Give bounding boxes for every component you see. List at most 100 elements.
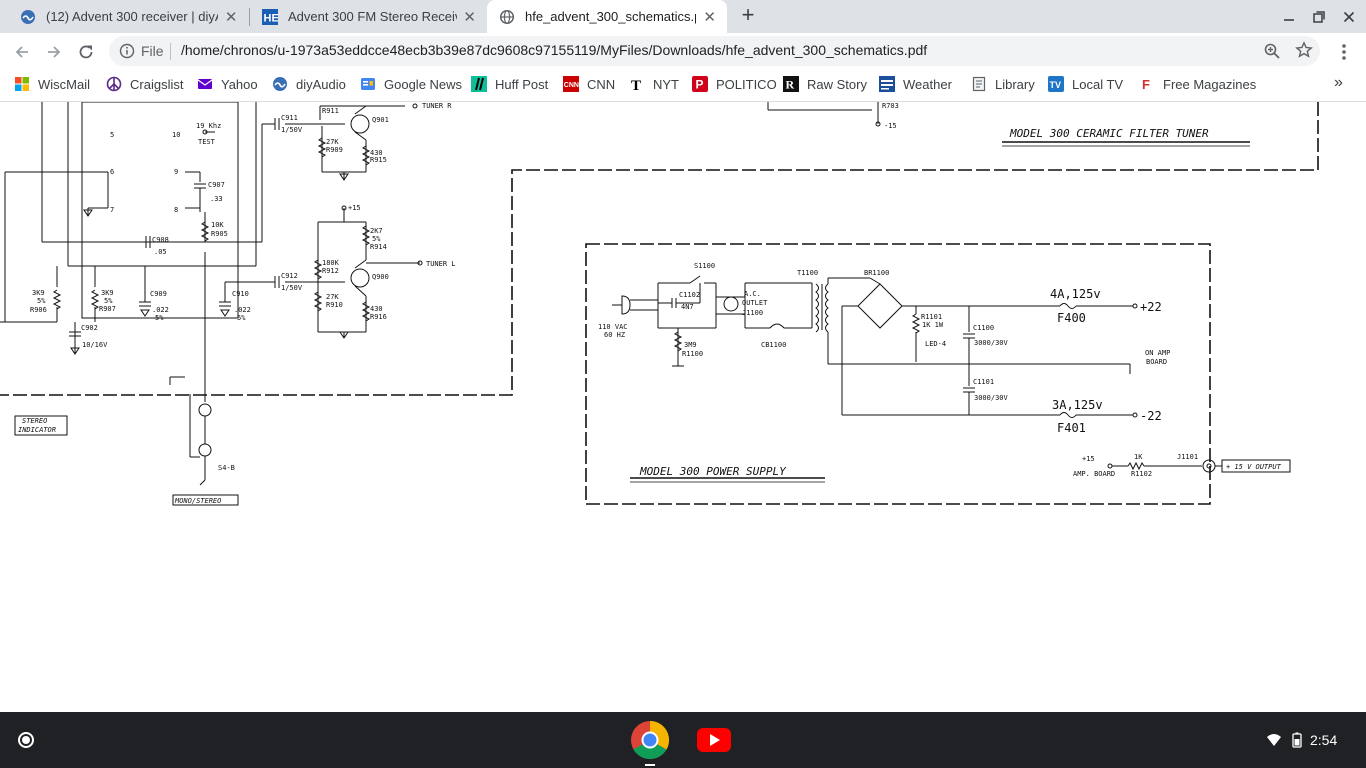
library-icon xyxy=(971,76,987,92)
schematic-label: 4A,125v xyxy=(1050,287,1101,301)
bookmark-local-tv[interactable]: TV Local TV xyxy=(1048,70,1123,98)
schematic-label: 5% xyxy=(372,235,381,243)
schematic-label: INDICATOR xyxy=(18,426,56,434)
svg-text:TV: TV xyxy=(1050,80,1062,90)
bookmarks-overflow-button[interactable]: » xyxy=(1334,74,1343,91)
close-icon[interactable]: ✕ xyxy=(703,8,716,26)
output-box xyxy=(1221,459,1291,473)
schematic-label: TUNER L xyxy=(426,260,456,268)
svg-text:HE: HE xyxy=(264,12,279,24)
info-icon[interactable] xyxy=(119,43,135,59)
schematic-label: C911 xyxy=(281,114,298,122)
url-scheme: File xyxy=(141,43,164,59)
close-icon[interactable]: ✕ xyxy=(463,8,476,26)
bookmark-library[interactable]: Library xyxy=(971,70,1035,98)
schematic-label: 5% xyxy=(237,314,246,322)
svg-text:F: F xyxy=(1142,77,1150,92)
bookmark-nyt[interactable]: T NYT xyxy=(629,70,679,98)
minimize-icon[interactable] xyxy=(1281,9,1297,25)
bookmark-label: Google News xyxy=(384,76,463,92)
tab-diyaudio[interactable]: (12) Advent 300 receiver | diyAudio ✕ xyxy=(8,0,248,33)
address-bar[interactable]: File /home/chronos/u-1973a53eddcce48ecb3… xyxy=(109,36,1320,66)
schematic-label: R911 xyxy=(322,107,339,115)
bookmark-yahoo[interactable]: Yahoo xyxy=(197,70,258,98)
nyt-icon: T xyxy=(629,76,645,92)
svg-text:R: R xyxy=(786,78,795,92)
close-window-icon[interactable] xyxy=(1341,9,1357,25)
tv-icon: TV xyxy=(1048,76,1064,92)
schematic-label: BR1100 xyxy=(864,269,889,277)
new-tab-button[interactable]: + xyxy=(741,2,755,27)
omnibox-divider xyxy=(170,43,171,60)
reload-icon xyxy=(79,45,93,59)
schematic-label: Q900 xyxy=(372,273,389,281)
tab-schematics-pdf[interactable]: hfe_advent_300_schematics.pdf ✕ xyxy=(487,0,727,33)
bookmark-weather[interactable]: Weather xyxy=(879,70,952,98)
schematic-label: .022 xyxy=(234,306,251,314)
bookmark-label: Huff Post xyxy=(495,76,549,92)
schematic-label: 3A,125v xyxy=(1052,398,1103,412)
power-supply-title: MODEL 300 POWER SUPPLY xyxy=(639,465,787,478)
schematic-label: 7 xyxy=(110,206,114,214)
bookmark-raw-story[interactable]: R Raw Story xyxy=(783,70,867,98)
tuner-section-title: MODEL 300 CERAMIC FILTER TUNER xyxy=(1009,127,1209,140)
status-tray[interactable]: 2:54 xyxy=(1266,728,1337,752)
schematic-label: F401 xyxy=(1057,421,1086,435)
schematic-label: 1/50V xyxy=(281,284,303,292)
tab-title: hfe_advent_300_schematics.pdf xyxy=(525,9,697,24)
close-icon[interactable]: ✕ xyxy=(224,8,238,26)
schematic-label: +15 xyxy=(1082,455,1095,463)
schematic-label: 430 xyxy=(370,305,383,313)
reload-button[interactable] xyxy=(72,38,100,66)
bookmark-craigslist[interactable]: Craigslist xyxy=(106,70,183,98)
globe-icon xyxy=(499,9,515,25)
cnn-icon: CNN xyxy=(563,76,579,92)
schematic-label: + 15 V OUTPUT xyxy=(1226,463,1282,471)
menu-button[interactable] xyxy=(1332,38,1356,66)
tab-manual[interactable]: HE Advent 300 FM Stereo Receiver Manual … xyxy=(250,0,486,33)
bookmark-star-icon[interactable] xyxy=(1295,41,1313,59)
schematic-label: 9 xyxy=(174,168,178,176)
schematic-label: 10K xyxy=(211,221,224,229)
schematic-label: 110 VAC xyxy=(598,323,628,331)
pdf-viewer[interactable]: TUNER R R911 Q901 C911 1/50V 27K R909 43… xyxy=(0,102,1366,712)
schematic-label: .33 xyxy=(210,195,223,203)
huffpost-icon xyxy=(471,76,487,92)
schematic-label: 2K7 xyxy=(370,227,383,235)
diyaudio-icon xyxy=(20,9,36,25)
restore-icon[interactable] xyxy=(1311,9,1327,25)
schematic-label: F400 xyxy=(1057,311,1086,325)
tab-title: Advent 300 FM Stereo Receiver Manual xyxy=(288,9,457,24)
forward-button[interactable] xyxy=(40,38,68,66)
bookmark-politico[interactable]: P POLITICO xyxy=(692,70,777,98)
bookmark-free-magazines[interactable]: F Free Magazines xyxy=(1139,70,1256,98)
bookmark-diyaudio[interactable]: diyAudio xyxy=(272,70,346,98)
schematic-label: 3K9 xyxy=(32,289,45,297)
back-button[interactable] xyxy=(8,38,36,66)
youtube-icon[interactable] xyxy=(695,726,733,754)
schematic-label: J1101 xyxy=(1177,453,1198,461)
schematic-label: .05 xyxy=(154,248,167,256)
schematic-label: OUTLET xyxy=(742,299,768,307)
chrome-icon[interactable] xyxy=(630,720,670,760)
svg-text:T: T xyxy=(631,78,641,92)
launcher-icon xyxy=(22,736,30,744)
schematic-label: C1102 xyxy=(679,291,700,299)
running-indicator xyxy=(645,764,655,766)
schematic-label: C1100 xyxy=(973,324,994,332)
bookmark-cnn[interactable]: CNN CNN xyxy=(563,70,615,98)
launcher-button[interactable] xyxy=(18,732,34,748)
schematic-label: +22 xyxy=(1140,300,1162,314)
schematic-drawing: TUNER R R911 Q901 C911 1/50V 27K R909 43… xyxy=(0,102,1319,506)
bookmark-google-news[interactable]: Google News xyxy=(360,70,462,98)
schematic-label: TEST xyxy=(198,138,216,146)
ic-block xyxy=(81,102,239,319)
schematic-label: 27K xyxy=(326,293,339,301)
schematic-label: -15 xyxy=(884,122,897,130)
bookmark-huffpost[interactable]: Huff Post xyxy=(471,70,548,98)
bookmark-wiscmail[interactable]: WiscMail xyxy=(14,70,90,98)
url-text[interactable]: /home/chronos/u-1973a53eddcce48ecb3b39e8… xyxy=(181,42,928,58)
schematic-label: 180K xyxy=(322,259,340,267)
zoom-icon[interactable] xyxy=(1263,42,1281,60)
bookmark-label: diyAudio xyxy=(296,76,346,92)
